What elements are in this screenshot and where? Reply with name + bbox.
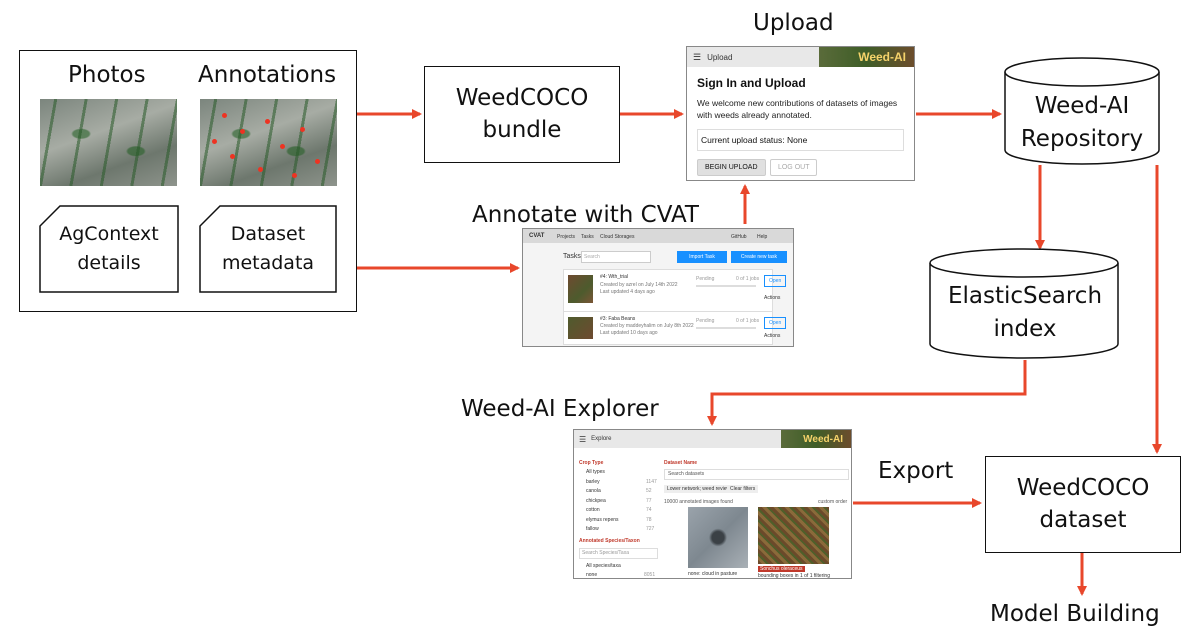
task-created: Created by azrel on July 14th 2022 [600, 282, 678, 288]
crop-type-count: 1147 [646, 478, 657, 485]
task-updated: Last updated 4 days ago [600, 289, 655, 295]
menu-icon[interactable]: ☰ [693, 51, 702, 62]
upload-bar-title: Upload [707, 52, 733, 62]
crop-type-item[interactable]: cotton [586, 507, 600, 513]
metadata-note-shape [199, 205, 337, 293]
clear-filters-button[interactable]: Clear filters [727, 485, 759, 493]
explorer-bar-title: Explore [591, 436, 612, 442]
crop-type-count: 78 [646, 516, 652, 523]
cvat-nav-projects[interactable]: Projects [557, 234, 576, 240]
task-actions-menu[interactable]: Actions [764, 333, 781, 339]
annotated-photo-thumbnail [200, 99, 337, 186]
result-species-tag: Sonchus oleraceus [758, 566, 805, 572]
cvat-search-input[interactable]: Search [581, 251, 651, 263]
task-actions-menu[interactable]: Actions [764, 295, 781, 301]
result-image[interactable] [688, 507, 748, 568]
task-progress-bar [696, 327, 756, 329]
upload-screenshot: ☰ Upload Weed-AI Sign In and Upload We we… [686, 46, 915, 181]
cvat-screenshot: CVAT Projects Tasks Cloud Storages GitHu… [522, 228, 794, 347]
crop-type-item[interactable]: canola [586, 488, 601, 494]
cvat-logo: CVAT [529, 233, 545, 239]
cvat-import-button[interactable]: Import Task [677, 251, 727, 263]
repository-label: Weed-AI Repository [1020, 93, 1144, 152]
begin-upload-button[interactable]: BEGIN UPLOAD [697, 159, 766, 176]
species-item[interactable]: none [586, 572, 598, 578]
crop-type-item[interactable]: fallow [586, 526, 599, 532]
cvat-task-row[interactable]: #4: Wth_trial Created by azrel on July 1… [563, 269, 787, 313]
weedcoco-bundle-box: WeedCOCO bundle [424, 66, 620, 163]
weed-ai-logo: Weed-AI [819, 47, 914, 67]
photo-thumbnail [40, 99, 177, 186]
task-thumbnail [568, 317, 593, 339]
elasticsearch-cylinder [929, 248, 1119, 359]
crop-type-count: 52 [646, 488, 652, 494]
annotate-cvat-label: Annotate with CVAT [472, 202, 699, 228]
crop-type-item[interactable]: All types [586, 469, 605, 475]
crop-type-item[interactable]: barley [586, 478, 600, 485]
task-title: #4: Wth_trial [600, 274, 629, 280]
weed-ai-logo: Weed-AI [781, 430, 851, 448]
dataset-heading: Dataset Name [664, 460, 698, 466]
task-status: Pending [696, 276, 715, 282]
cvat-nav-tasks[interactable]: Tasks [581, 234, 594, 240]
upload-status: Current upload status: None [697, 129, 904, 151]
task-progress: 0 of 1 jobs [736, 318, 760, 324]
dataset-metadata-note: Dataset metadata [221, 223, 315, 274]
cvat-create-button[interactable]: Create new task [731, 251, 787, 263]
annotations-label: Annotations [198, 62, 337, 88]
cvat-task-row[interactable]: #3: Faba Beans Created by maddeyhalim on… [563, 311, 787, 345]
result-caption: bounding boxes in 1 of 1 filtering [758, 573, 830, 579]
species-item[interactable]: All species/taxa [586, 563, 621, 569]
result-image[interactable] [758, 507, 829, 564]
sort-select[interactable]: custom order [818, 499, 848, 505]
cvat-github-link[interactable]: GitHub [731, 234, 747, 240]
species-count: 8051 [644, 572, 656, 578]
arrow-es-to-explorer [707, 360, 1027, 426]
logout-button[interactable]: LOG OUT [769, 159, 818, 176]
task-open-button[interactable]: Open [764, 275, 787, 287]
species-heading: Annotated Species/Taxon [579, 538, 640, 544]
crop-type-item[interactable]: elymus repens [586, 516, 619, 523]
results-count: 10000 annotated images found [664, 499, 733, 505]
crop-type-count: 727 [646, 526, 655, 532]
menu-icon[interactable]: ☰ [579, 434, 587, 444]
model-building-label: Model Building [990, 601, 1160, 627]
upload-label: Upload [753, 10, 834, 36]
task-updated: Last updated 10 days ago [600, 330, 658, 336]
task-progress: 0 of 1 jobs [736, 276, 760, 282]
result-caption: none: cloud in pasture [688, 571, 738, 577]
task-thumbnail [568, 275, 593, 303]
cvat-help-link[interactable]: Help [757, 234, 768, 240]
weedcoco-dataset-box: WeedCOCO dataset [985, 456, 1181, 553]
dataset-search-input[interactable]: Search datasets [664, 469, 849, 480]
filter-chip[interactable]: Lower network; weed review [664, 485, 734, 493]
cvat-tasks-heading: Tasks [563, 253, 581, 260]
species-search-input[interactable]: Search Species/Taxa [579, 548, 658, 559]
agcontext-note-shape [39, 205, 179, 293]
task-title: #3: Faba Beans [600, 316, 636, 322]
inputs-container [19, 50, 357, 312]
agcontext-note: AgContext details [59, 223, 159, 274]
crop-type-count: 74 [646, 507, 652, 513]
photos-label: Photos [68, 62, 146, 88]
repository-cylinder [1004, 57, 1160, 165]
sign-in-heading: Sign In and Upload [697, 76, 806, 90]
cvat-nav-cloud[interactable]: Cloud Storages [600, 234, 635, 240]
task-open-button[interactable]: Open [764, 317, 787, 329]
crop-type-heading: Crop Type [579, 460, 604, 466]
export-label: Export [878, 458, 954, 484]
crop-type-count: 77 [646, 497, 652, 504]
elasticsearch-label: ElasticSearch index [947, 283, 1103, 342]
task-progress-bar [696, 285, 756, 287]
explorer-screenshot: ☰ Explore Weed-AI Crop Type All types barl… [573, 429, 852, 579]
crop-type-item[interactable]: chickpea [586, 497, 606, 504]
explorer-label: Weed-AI Explorer [461, 396, 659, 422]
task-status: Pending [696, 318, 715, 324]
task-created: Created by maddeyhalim on July 8th 2022 [600, 323, 694, 329]
upload-intro-text: We welcome new contributions of datasets… [697, 98, 898, 120]
